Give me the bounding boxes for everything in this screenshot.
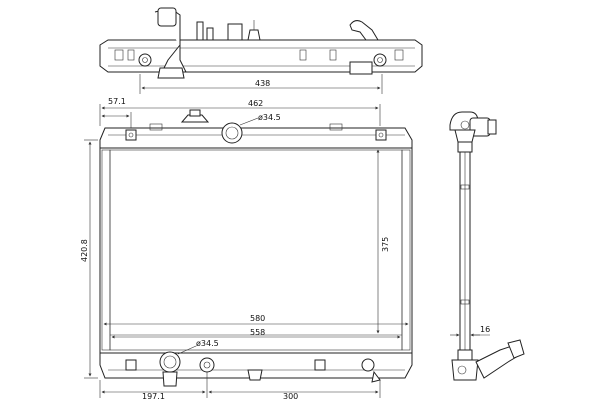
front-view: 462 57.1 ø34.5 420.8 375 580 558 ø34.5 1…	[80, 97, 413, 400]
dim-inner-width: 558	[250, 328, 265, 337]
side-view: 16	[449, 111, 525, 381]
dim-top-length: 438	[255, 79, 270, 88]
dim-overall-height: 420.8	[80, 239, 89, 262]
top-view: 438	[99, 7, 423, 94]
dim-inlet-diameter: ø34.5	[258, 113, 281, 122]
dim-outlet-diameter: ø34.5	[196, 339, 219, 348]
dim-left-offset: 57.1	[108, 97, 126, 106]
dim-core-thickness: 16	[480, 325, 490, 334]
dim-overall-width: 462	[248, 99, 263, 108]
dim-bottom-offset: 197.1	[142, 392, 165, 400]
dim-core-width: 580	[250, 314, 265, 323]
dim-bottom-length: 300	[283, 392, 298, 400]
dim-core-height: 375	[381, 237, 390, 252]
